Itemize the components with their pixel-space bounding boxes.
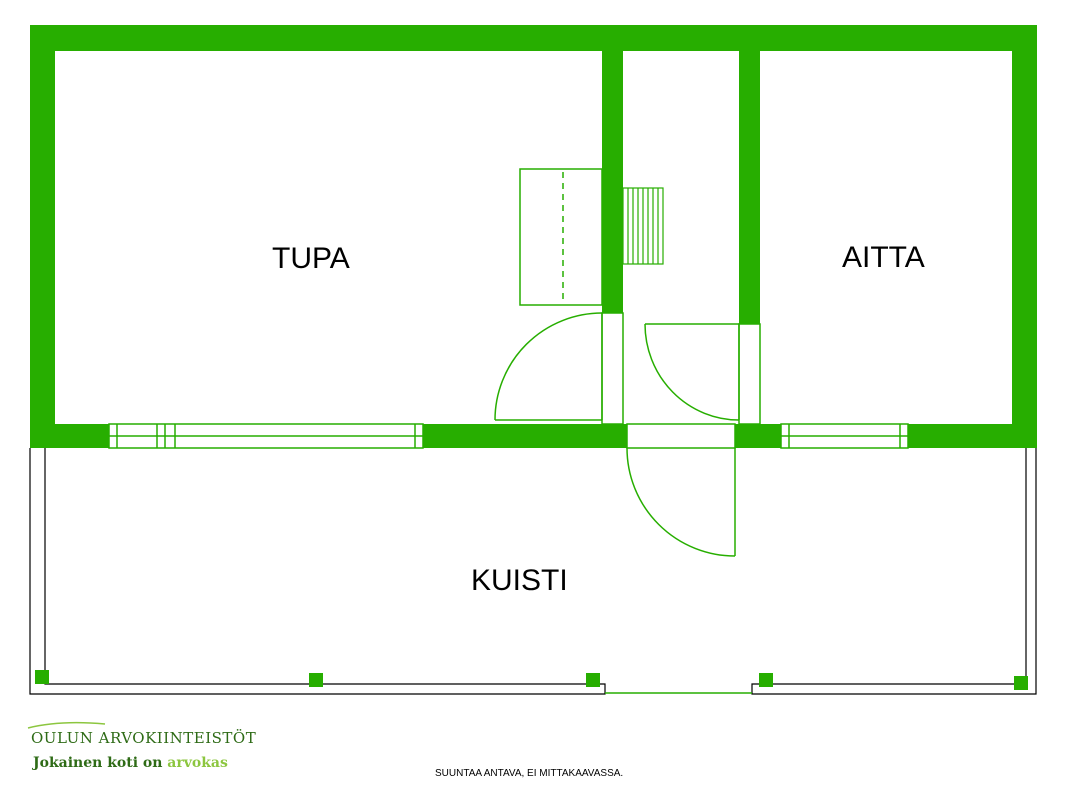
porch-posts xyxy=(35,670,1028,690)
wall-bottom-1 xyxy=(30,424,109,448)
entrance-door xyxy=(626,447,736,557)
wall-hall-aitta xyxy=(739,51,760,324)
wall-tupa-hall xyxy=(602,51,623,313)
company-logo: OULUN ARVOKIINTEISTÖT Jokainen koti on a… xyxy=(27,721,256,771)
aitta-door-frame xyxy=(738,323,761,425)
porch-post xyxy=(759,673,773,687)
logo-swoosh-icon xyxy=(27,721,106,729)
wall-bottom-3 xyxy=(735,424,781,448)
tupa-door-frame xyxy=(601,312,624,425)
logo-slogan: Jokainen koti on arvokas xyxy=(31,755,228,771)
interior-walls xyxy=(602,51,760,324)
porch-post xyxy=(1014,676,1028,690)
room-label-tupa: TUPA xyxy=(272,242,350,275)
stove xyxy=(519,168,603,306)
wall-bottom-2 xyxy=(423,424,627,448)
outer-walls xyxy=(30,25,1037,448)
entrance-door-frame xyxy=(626,423,736,449)
door-swings xyxy=(494,312,740,557)
room-label-kuisti: KUISTI xyxy=(471,564,568,597)
porch-outline xyxy=(29,448,1037,695)
porch-post xyxy=(586,673,600,687)
stairs xyxy=(622,187,664,265)
wall-right xyxy=(1012,25,1037,448)
disclaimer-text: SUUNTAA ANTAVA, EI MITTAKAAVASSA. xyxy=(435,768,623,779)
aitta-door xyxy=(644,323,740,421)
logo-company-name: OULUN ARVOKIINTEISTÖT xyxy=(31,729,256,747)
tupa-door xyxy=(494,312,603,421)
wall-left xyxy=(30,25,55,448)
stove-body xyxy=(519,168,603,306)
logo-slogan-part1: Jokainen koti on xyxy=(31,755,162,771)
wall-bottom-4 xyxy=(908,424,1037,448)
porch-post xyxy=(35,670,49,684)
room-label-aitta: AITTA xyxy=(842,241,925,274)
wall-top xyxy=(30,25,1037,51)
porch-post xyxy=(309,673,323,687)
windows xyxy=(108,423,909,449)
logo-slogan-part2: arvokas xyxy=(167,755,228,771)
